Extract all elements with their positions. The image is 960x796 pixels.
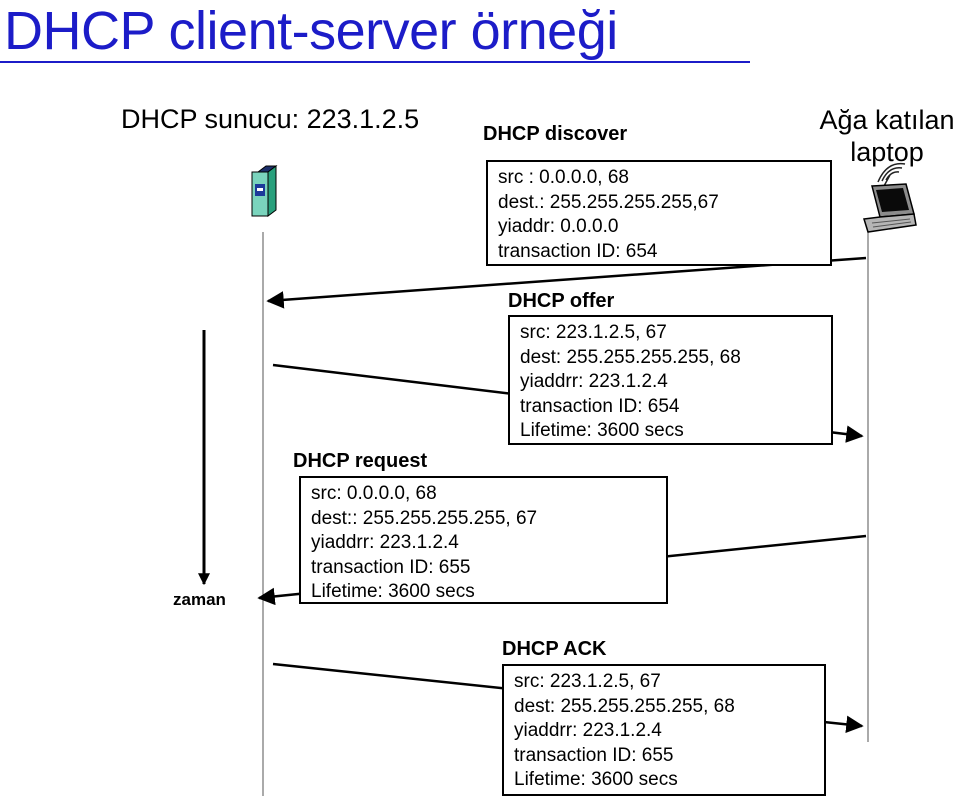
title-underline <box>0 61 750 63</box>
request-line: yiaddrr: 223.1.2.4 <box>311 532 459 553</box>
discover-box: src : 0.0.0.0, 68 dest.: 255.255.255.255… <box>486 160 832 266</box>
request-title: DHCP request <box>293 450 428 472</box>
offer-line: transaction ID: 654 <box>520 395 680 417</box>
offer-box: src: 223.1.2.5, 67 dest: 255.255.255.255… <box>508 315 833 445</box>
ack-line: src: 223.1.2.5, 67 <box>514 671 661 692</box>
offer-line: dest: 255.255.255.255, 68 <box>520 346 741 368</box>
offer-line: src: 223.1.2.5, 67 <box>520 322 667 343</box>
client-label: Ağa katılan laptop <box>808 104 960 168</box>
discover-line: src : 0.0.0.0, 68 <box>498 167 629 188</box>
request-line: transaction ID: 655 <box>311 556 471 578</box>
request-line: src: 0.0.0.0, 68 <box>311 483 437 504</box>
request-line: Lifetime: 3600 secs <box>311 581 475 602</box>
discover-line: yiaddr: 0.0.0.0 <box>498 216 619 237</box>
request-box: src: 0.0.0.0, 68 dest:: 255.255.255.255,… <box>299 476 668 604</box>
offer-line: Lifetime: 3600 secs <box>520 420 684 441</box>
ack-line: Lifetime: 3600 secs <box>514 769 678 790</box>
page-title: DHCP client-server örneği <box>4 1 618 61</box>
ack-line: transaction ID: 655 <box>514 744 674 766</box>
request-line: dest:: 255.255.255.255, 67 <box>311 507 538 529</box>
ack-line: dest: 255.255.255.255, 68 <box>514 695 735 717</box>
time-label: zaman <box>173 590 226 609</box>
offer-title: DHCP offer <box>508 290 615 312</box>
discover-title: DHCP discover <box>483 123 628 145</box>
ack-line: yiaddrr: 223.1.2.4 <box>514 720 662 741</box>
discover-line: transaction ID: 654 <box>498 240 658 262</box>
ack-box: src: 223.1.2.5, 67 dest: 255.255.255.255… <box>502 664 826 796</box>
laptop-icon <box>863 162 917 233</box>
client-label-line1: Ağa katılan <box>819 105 955 135</box>
server-label: DHCP sunucu: 223.1.2.5 <box>121 104 420 134</box>
server-icon <box>251 165 278 217</box>
offer-line: yiaddrr: 223.1.2.4 <box>520 371 668 392</box>
discover-line: dest.: 255.255.255.255,67 <box>498 191 719 213</box>
client-label-line2: laptop <box>850 137 924 167</box>
ack-title: DHCP ACK <box>502 638 607 660</box>
